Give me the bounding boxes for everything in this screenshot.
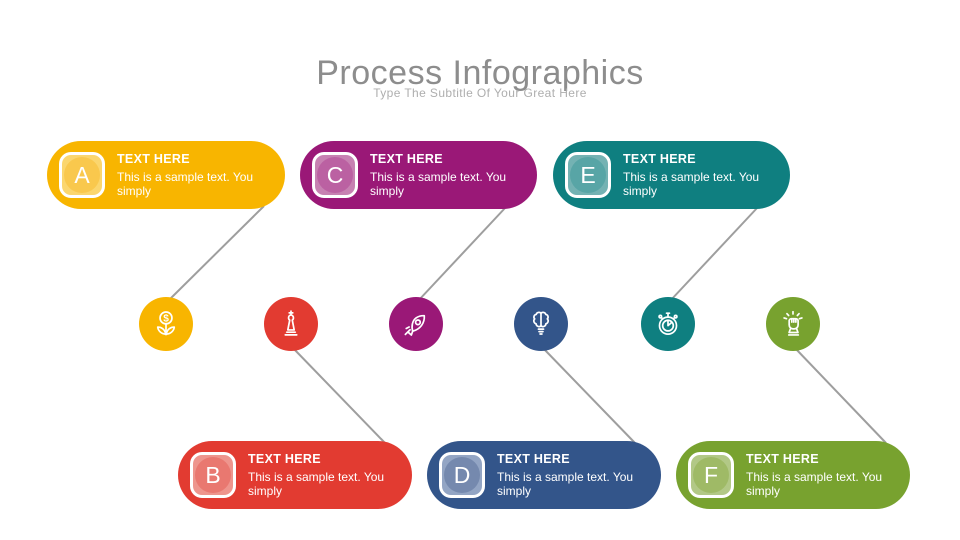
step-card-e: E TEXT HERE This is a sample text. You s… — [553, 141, 790, 209]
step-card-d: D TEXT HERE This is a sample text. You s… — [427, 441, 661, 509]
step-heading: TEXT HERE — [248, 452, 321, 466]
connector-d — [542, 347, 636, 444]
svg-text:$: $ — [163, 313, 169, 324]
step-heading: TEXT HERE — [370, 152, 443, 166]
connector-b — [292, 347, 386, 444]
step-heading: TEXT HERE — [623, 152, 696, 166]
step-letter-badge: F — [688, 452, 734, 498]
step-letter: A — [64, 157, 100, 193]
page-title: Process Infographics — [316, 53, 644, 92]
brain-idea-icon — [514, 297, 568, 351]
step-card-c: C TEXT HERE This is a sample text. You s… — [300, 141, 537, 209]
step-body-text: This is a sample text. You simply — [623, 170, 760, 198]
step-body-text: This is a sample text. You simply — [370, 170, 507, 198]
step-letter-badge: E — [565, 152, 611, 198]
stopwatch-icon — [641, 297, 695, 351]
step-card-b: B TEXT HERE This is a sample text. You s… — [178, 441, 412, 509]
chess-strategy-icon — [264, 297, 318, 351]
page-subtitle: Type The Subtitle Of Your Great Here — [373, 86, 587, 100]
step-heading: TEXT HERE — [117, 152, 190, 166]
step-body-text: This is a sample text. You simply — [248, 470, 385, 498]
step-letter: C — [317, 157, 353, 193]
step-card-f: F TEXT HERE This is a sample text. You s… — [676, 441, 910, 509]
step-body-text: This is a sample text. You simply — [117, 170, 254, 198]
step-letter-badge: A — [59, 152, 105, 198]
rocket-icon — [389, 297, 443, 351]
step-letter: B — [195, 457, 231, 493]
money-growth-icon: $ — [139, 297, 193, 351]
step-letter-badge: B — [190, 452, 236, 498]
step-heading: TEXT HERE — [497, 452, 570, 466]
connector-e — [669, 206, 759, 302]
step-heading: TEXT HERE — [746, 452, 819, 466]
step-card-a: A TEXT HERE This is a sample text. You s… — [47, 141, 285, 209]
step-letter: D — [444, 457, 480, 493]
step-letter-badge: C — [312, 152, 358, 198]
step-letter: E — [570, 157, 606, 193]
connector-a — [167, 205, 265, 302]
idea-hand-icon — [766, 297, 820, 351]
connector-f — [794, 347, 887, 444]
step-body-text: This is a sample text. You simply — [746, 470, 883, 498]
connector-c — [417, 206, 507, 302]
step-letter: F — [693, 457, 729, 493]
step-letter-badge: D — [439, 452, 485, 498]
step-body-text: This is a sample text. You simply — [497, 470, 634, 498]
